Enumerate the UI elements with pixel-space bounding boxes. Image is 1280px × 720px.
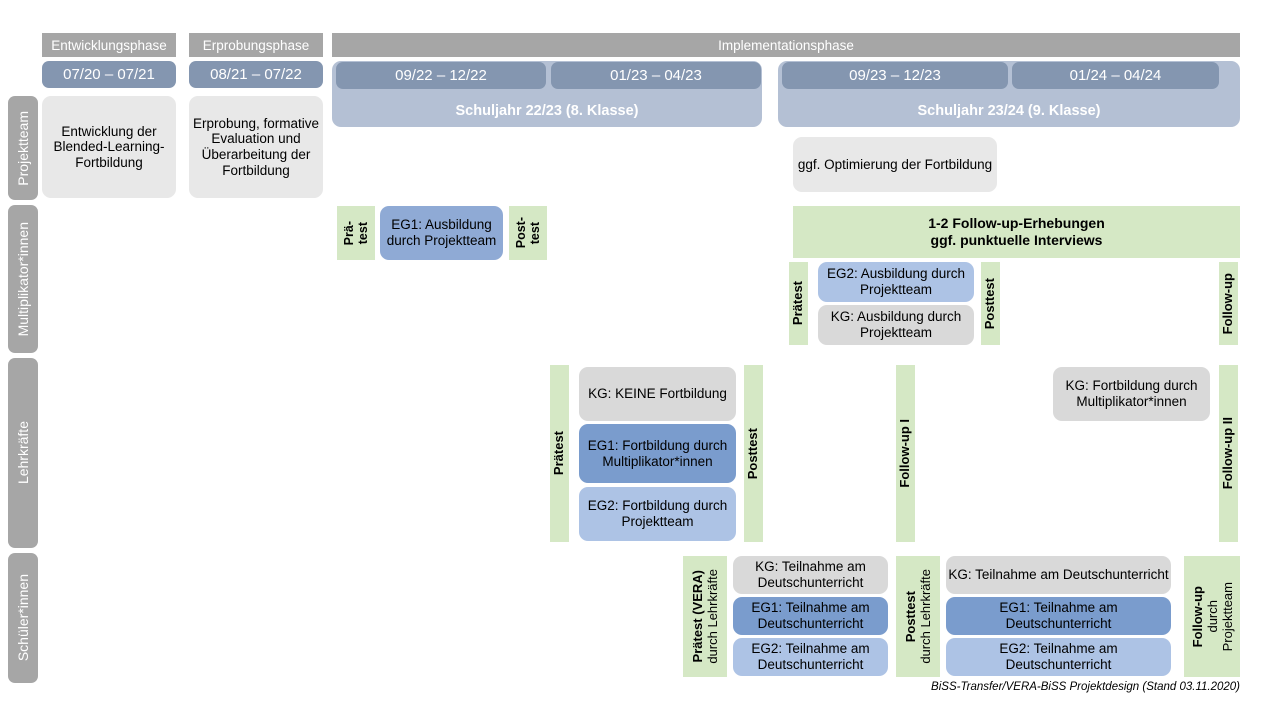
followup-band-line-1: 1-2 Follow-up-Erhebungen (928, 214, 1105, 231)
role-text: Lehrkräfte (15, 421, 31, 485)
role-text: Projektteam (15, 110, 31, 186)
lehrkraefte-followup1-chip: Follow-up I (896, 365, 915, 542)
posttest-line-1: Post- (514, 217, 528, 249)
projektteam-entwicklung-box: Entwicklung der Blended-Learning-Fortbil… (42, 96, 176, 198)
phase-label: Implementationsphase (718, 37, 854, 53)
praetest-bold-text: Prätest (VERA) (690, 570, 705, 663)
box-text: EG1: Teilnahme am Deutschunterricht (999, 600, 1118, 631)
schueler-right-kg-box: KG: Teilnahme am Deutschunterricht (946, 556, 1171, 594)
box-text: KG: Ausbildung durch Projektteam (830, 309, 962, 340)
phase-header-implementationsphase: Implementationsphase (332, 33, 1240, 57)
phase-label: Erprobungsphase (202, 37, 310, 53)
box-text: KG: Fortbildung durch Multiplikator*inne… (1065, 378, 1198, 409)
praetest-text: Prätest (790, 281, 806, 326)
praetest-line-1: Prä- (342, 220, 356, 246)
schueler-right-eg1-box: EG1: Teilnahme am Deutschunterricht (946, 597, 1171, 635)
schueler-praetest-chip: Prätest (VERA) durch Lehrkräfte (683, 556, 727, 677)
lehrkraefte-posttest-chip: Posttest (744, 365, 763, 542)
multiplikatoren-eg1-ausbildung-box: EG1: Ausbildung durch Projektteam (380, 206, 503, 260)
box-text: Entwicklung der Blended-Learning-Fortbil… (53, 123, 165, 170)
schueler-left-eg1-box: EG1: Teilnahme am Deutschunterricht (733, 597, 888, 635)
multiplikatoren-followup-chip: Follow-up (1219, 262, 1238, 345)
multiplikatoren-posttest-chip: Post- test (509, 206, 547, 260)
date-chip-0123-0423: 01/23 – 04/23 (551, 62, 761, 89)
box-text: KG: KEINE Fortbildung (588, 386, 727, 402)
lehrkraefte-kg-fortbildung-box: KG: Fortbildung durch Multiplikator*inne… (1053, 367, 1210, 421)
date-label: 01/24 – 04/24 (1069, 67, 1162, 84)
followup-text: Follow-up II (1220, 417, 1236, 490)
school-year-label: Schuljahr 22/23 (8. Klasse) (455, 103, 639, 119)
role-label-multiplikatoren: Multiplikator*innen (8, 205, 38, 353)
praetest-line-2: test (356, 221, 370, 245)
box-text: Erprobung, formative Evaluation und Über… (192, 115, 320, 178)
date-chip-0821-0722: 08/21 – 07/22 (189, 61, 323, 88)
phase-header-erprobungsphase: Erprobungsphase (189, 33, 323, 57)
date-chip-0720-0721: 07/20 – 07/21 (42, 61, 176, 88)
box-text: EG2: Fortbildung durch Projektteam (587, 498, 728, 529)
box-text: KG: Teilnahme am Deutschunterricht (755, 559, 866, 590)
box-text: ggf. Optimierung der Fortbildung (797, 156, 993, 172)
multiplikatoren-praetest-chip: Prä- test (337, 206, 375, 260)
role-text: Schüler*innen (15, 574, 31, 662)
date-label: 09/23 – 12/23 (849, 67, 941, 84)
schueler-left-eg2-box: EG2: Teilnahme am Deutschunterricht (733, 638, 888, 676)
praetest-sub-text: durch Lehrkräfte (705, 569, 720, 664)
lehrkraefte-kg-keine-box: KG: KEINE Fortbildung (579, 367, 736, 421)
praetest-text: Prätest (551, 431, 567, 476)
posttest-sub-text: durch Lehrkräfte (918, 569, 933, 664)
box-text: EG1: Fortbildung durch Multiplikator*inn… (587, 437, 728, 469)
followup-bold-text: Follow-up (1189, 585, 1205, 648)
followup-erhebungen-band: 1-2 Follow-up-Erhebungen ggf. punktuelle… (793, 206, 1240, 258)
box-text: EG2: Ausbildung durch Projektteam (826, 266, 966, 297)
box-text: EG2: Teilnahme am Deutschunterricht (999, 641, 1118, 672)
multiplikatoren-eg2-ausbildung-box: EG2: Ausbildung durch Projektteam (818, 262, 974, 302)
date-chip-0922-1222: 09/22 – 12/22 (336, 62, 546, 89)
date-label: 01/23 – 04/23 (610, 67, 702, 84)
lehrkraefte-followup2-chip: Follow-up II (1219, 365, 1238, 542)
phase-label: Entwicklungsphase (51, 37, 167, 53)
schueler-right-eg2-box: EG2: Teilnahme am Deutschunterricht (946, 638, 1171, 676)
role-label-schueler: Schüler*innen (8, 553, 38, 683)
box-text: EG1: Ausbildung durch Projektteam (386, 217, 497, 248)
date-chip-0124-0424: 01/24 – 04/24 (1012, 62, 1219, 89)
date-label: 08/21 – 07/22 (210, 66, 302, 83)
followup-text: Follow-up I (897, 419, 913, 488)
school-year-label: Schuljahr 23/24 (9. Klasse) (917, 103, 1101, 119)
followup-sub-text-1: durch (1204, 600, 1220, 633)
lehrkraefte-eg1-box: EG1: Fortbildung durch Multiplikator*inn… (579, 424, 736, 483)
multiplikatoren-posttest2-chip: Posttest (981, 262, 1000, 345)
posttest-text: Posttest (982, 277, 998, 330)
schueler-followup-chip: Follow-up durch Projektteam (1184, 556, 1240, 677)
footer-caption: BiSS-Transfer/VERA-BiSS Projektdesign (S… (740, 681, 1240, 697)
schueler-posttest-chip: Posttest durch Lehrkräfte (896, 556, 940, 677)
role-label-projektteam: Projektteam (8, 96, 38, 200)
date-label: 09/22 – 12/22 (395, 67, 487, 84)
box-text: KG: Teilnahme am Deutschunterricht (948, 567, 1169, 583)
followup-band-line-2: ggf. punktuelle Interviews (930, 232, 1103, 248)
multiplikatoren-praetest2-chip: Prätest (789, 262, 808, 345)
posttest-text: Posttest (745, 427, 761, 480)
posttest-bold-text: Posttest (903, 590, 918, 643)
projektteam-optimierung-box: ggf. Optimierung der Fortbildung (793, 137, 997, 192)
phase-header-entwicklungsphase: Entwicklungsphase (42, 33, 176, 57)
role-label-lehrkraefte: Lehrkräfte (8, 358, 38, 548)
date-label: 07/20 – 07/21 (63, 66, 155, 83)
posttest-line-2: test (528, 221, 542, 245)
role-text: Multiplikator*innen (15, 221, 31, 337)
box-text: EG1: Teilnahme am Deutschunterricht (751, 600, 870, 631)
lehrkraefte-eg2-box: EG2: Fortbildung durch Projektteam (579, 487, 736, 541)
followup-text: Follow-up (1220, 272, 1236, 335)
followup-sub-text-2: Projektteam (1219, 581, 1235, 652)
lehrkraefte-praetest-chip: Prätest (550, 365, 569, 542)
footer-text: BiSS-Transfer/VERA-BiSS Projektdesign (S… (931, 681, 1240, 693)
multiplikatoren-kg-ausbildung-box: KG: Ausbildung durch Projektteam (818, 305, 974, 345)
projektteam-erprobung-box: Erprobung, formative Evaluation und Über… (189, 96, 323, 198)
box-text: EG2: Teilnahme am Deutschunterricht (751, 641, 870, 672)
date-chip-0923-1223: 09/23 – 12/23 (782, 62, 1008, 89)
schueler-left-kg-box: KG: Teilnahme am Deutschunterricht (733, 556, 888, 594)
